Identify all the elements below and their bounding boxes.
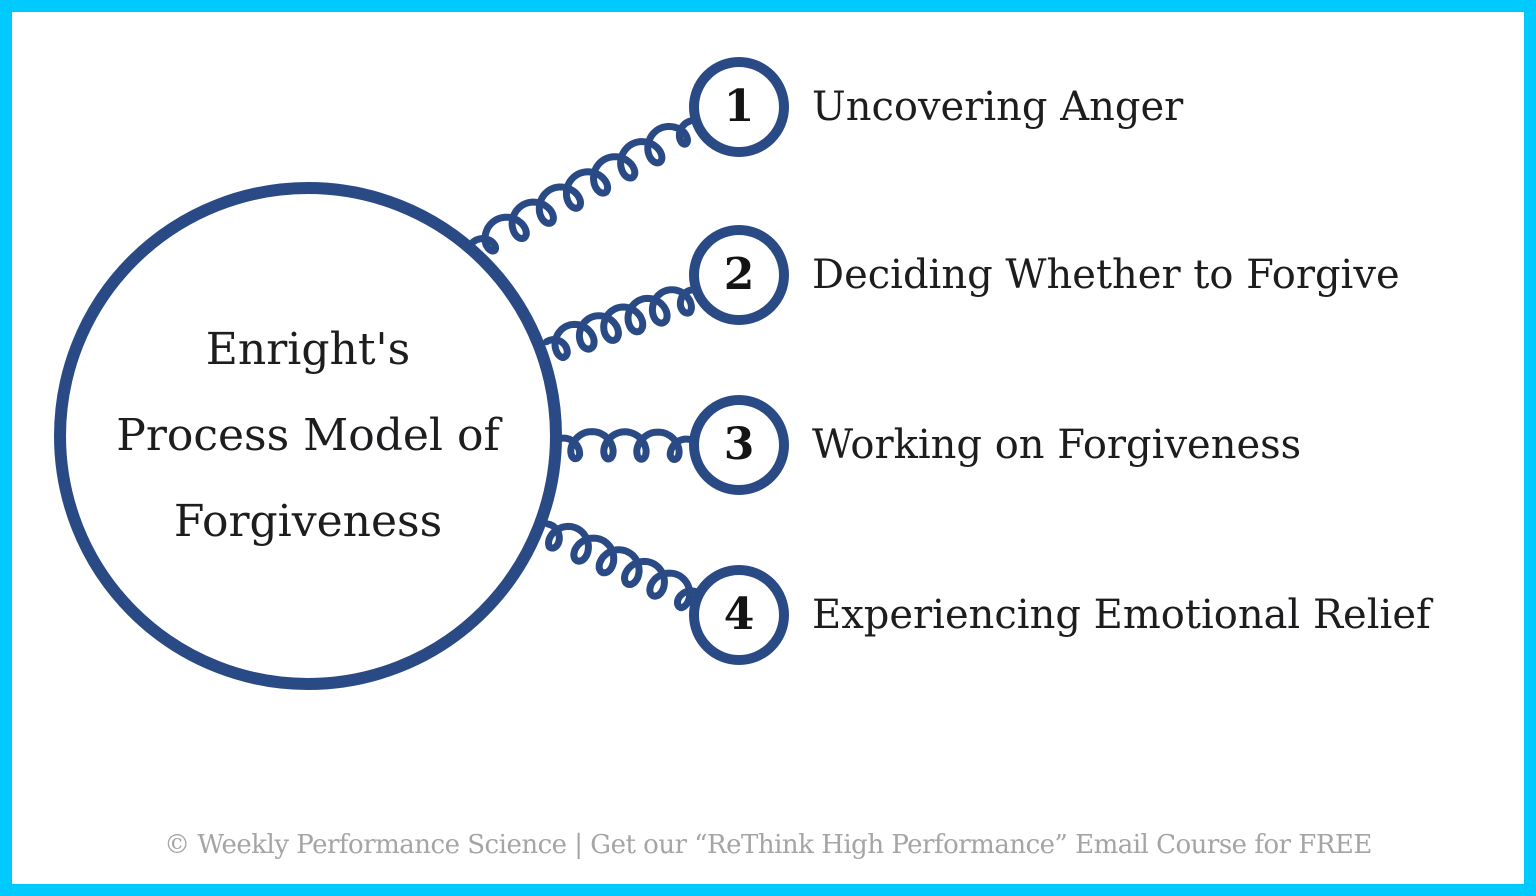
spring-coil-1 <box>469 117 694 255</box>
footer-credit: © Weekly Performance Science | Get our “… <box>164 830 1372 860</box>
step-3-number: 3 <box>723 419 755 470</box>
step-1: 1 Uncovering Anger <box>689 57 1183 157</box>
spring-coil-2 <box>543 286 696 361</box>
step-3-number-circle: 3 <box>689 395 789 495</box>
step-3-label: Working on Forgiveness <box>812 422 1302 468</box>
spring-coil-3 <box>555 428 695 464</box>
step-2-number: 2 <box>723 249 755 300</box>
step-1-number-circle: 1 <box>689 57 789 157</box>
model-title-line-3: Forgiveness <box>173 496 443 547</box>
step-4-label: Experiencing Emotional Relief <box>812 592 1431 638</box>
step-1-label: Uncovering Anger <box>812 84 1184 130</box>
step-2-number-circle: 2 <box>689 225 789 325</box>
step-4: 4 Experiencing Emotional Relief <box>689 565 1431 665</box>
step-4-number-circle: 4 <box>689 565 789 665</box>
step-3: 3 Working on Forgiveness <box>689 395 1301 495</box>
step-4-number: 4 <box>723 589 755 640</box>
spring-coil-4 <box>544 520 704 612</box>
model-circle: Enright's Process Model of Forgiveness <box>54 182 562 690</box>
step-2: 2 Deciding Whether to Forgive <box>689 225 1400 325</box>
step-1-number: 1 <box>723 81 755 132</box>
model-title-line-2: Process Model of <box>116 410 500 461</box>
model-title-line-1: Enright's <box>205 324 411 375</box>
step-2-label: Deciding Whether to Forgive <box>812 252 1400 298</box>
